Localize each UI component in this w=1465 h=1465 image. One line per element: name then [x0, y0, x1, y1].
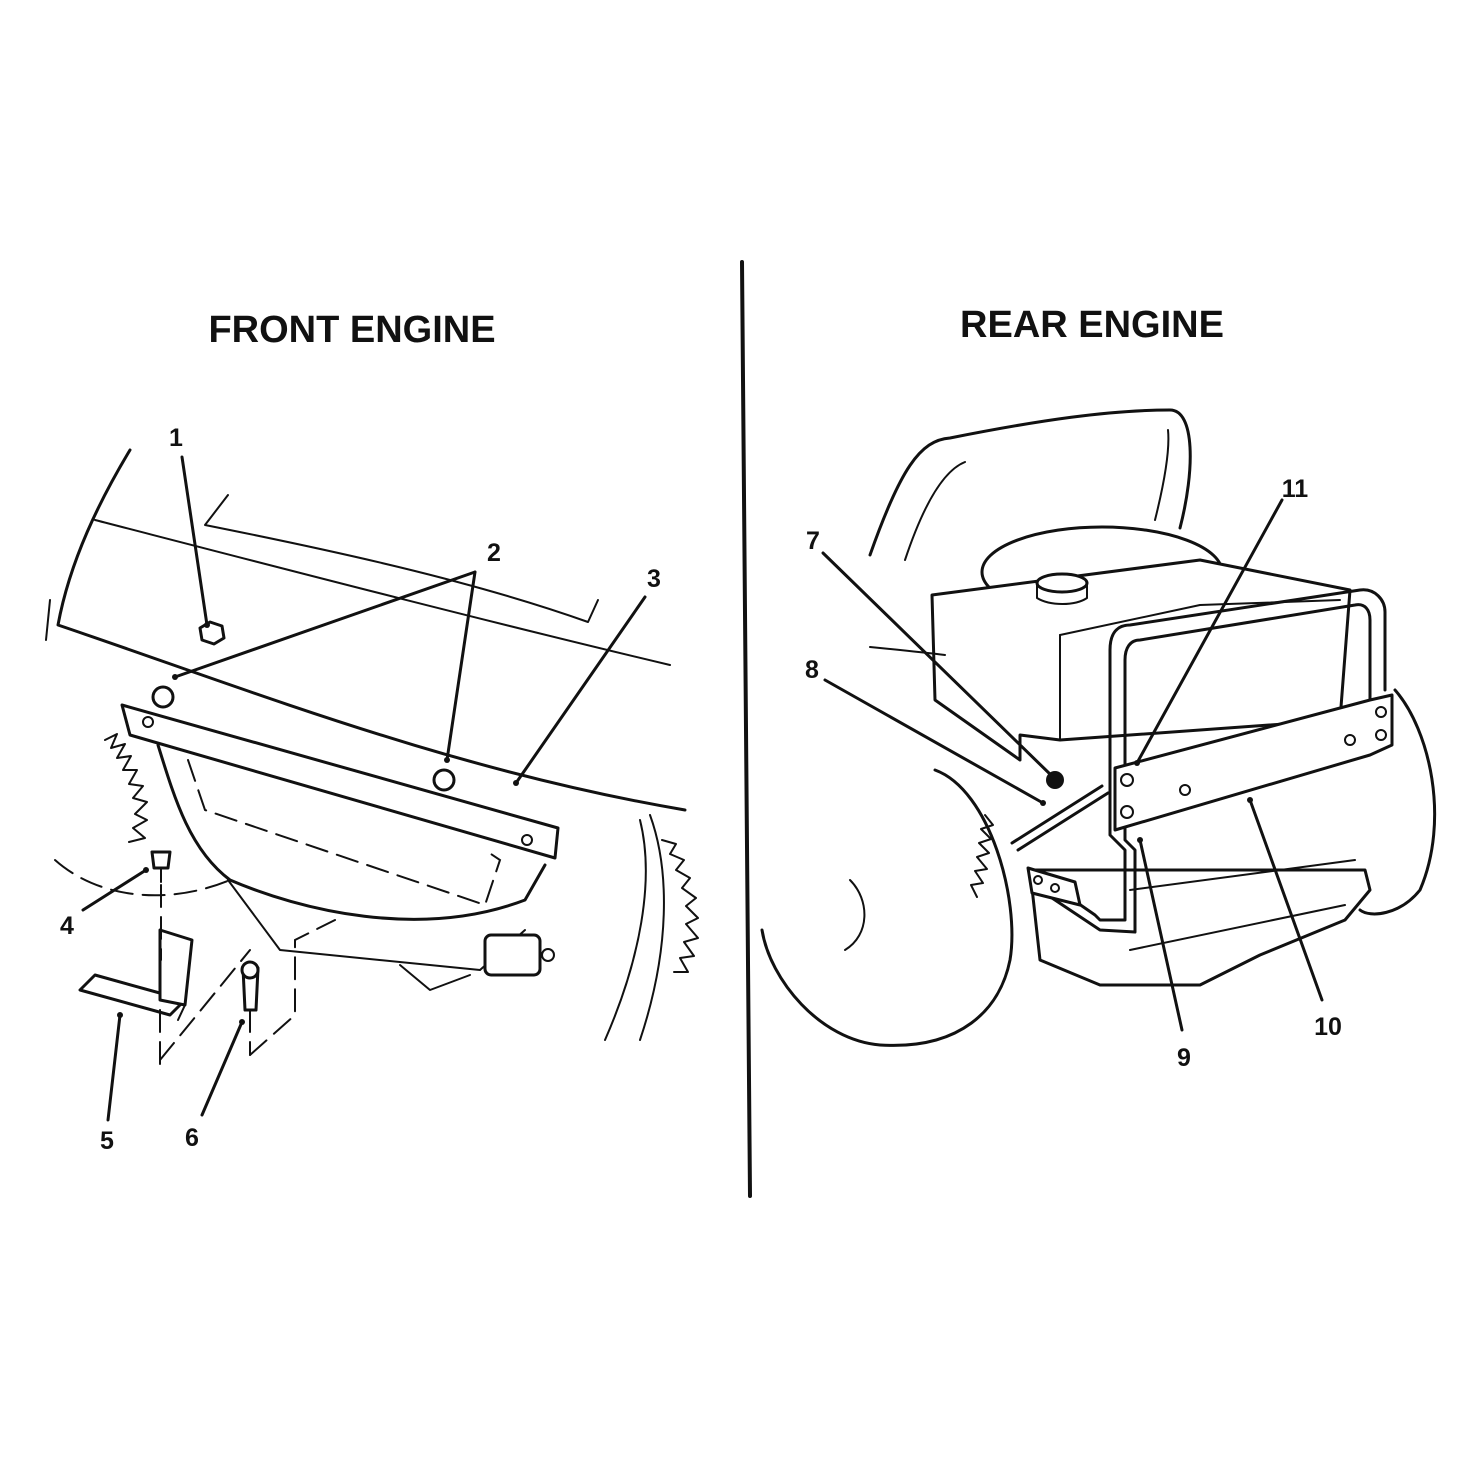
callout-5: 5: [100, 1127, 114, 1155]
rear-engine-leaders: [821, 498, 1324, 1032]
grille-housing: [156, 743, 547, 921]
rear-engine-title: REAR ENGINE: [960, 304, 1224, 346]
callout-4: 4: [60, 912, 74, 940]
hood-nut: [198, 620, 226, 646]
tow-rod: [1010, 784, 1104, 845]
front-engine-title: FRONT ENGINE: [208, 309, 495, 351]
callout-2: 2: [487, 539, 501, 567]
rear-bumper-plate: [1113, 693, 1394, 832]
rear-engine-illustration: [760, 408, 1437, 1047]
oil-fill-cap: [1035, 572, 1089, 594]
hood: [56, 448, 687, 812]
front-left-tire: [104, 733, 148, 843]
rear-chassis: [1028, 868, 1372, 987]
rear-left-tire: [760, 768, 1014, 1047]
front-bumper-bar: [120, 703, 560, 860]
callout-9: 9: [1177, 1044, 1191, 1072]
callout-1: 1: [169, 424, 183, 452]
callout-11: 11: [1282, 475, 1309, 503]
bracket-bolt: [150, 850, 172, 870]
callout-3: 3: [647, 565, 661, 593]
callout-8: 8: [805, 656, 819, 684]
front-engine-illustration: [45, 448, 699, 1066]
bumper-frame-tube: [1028, 588, 1387, 922]
bumper-bolt-left: [151, 685, 175, 709]
bumper-bolt-right: [432, 768, 456, 792]
seat: [868, 408, 1192, 557]
front-right-tire: [604, 814, 665, 1041]
front-engine-leaders: [81, 455, 647, 1122]
callout-6: 6: [185, 1124, 199, 1152]
callout-7: 7: [806, 527, 820, 555]
panel-divider: [740, 260, 752, 1198]
callout-10: 10: [1314, 1013, 1342, 1041]
rear-right-tire: [1358, 688, 1437, 916]
